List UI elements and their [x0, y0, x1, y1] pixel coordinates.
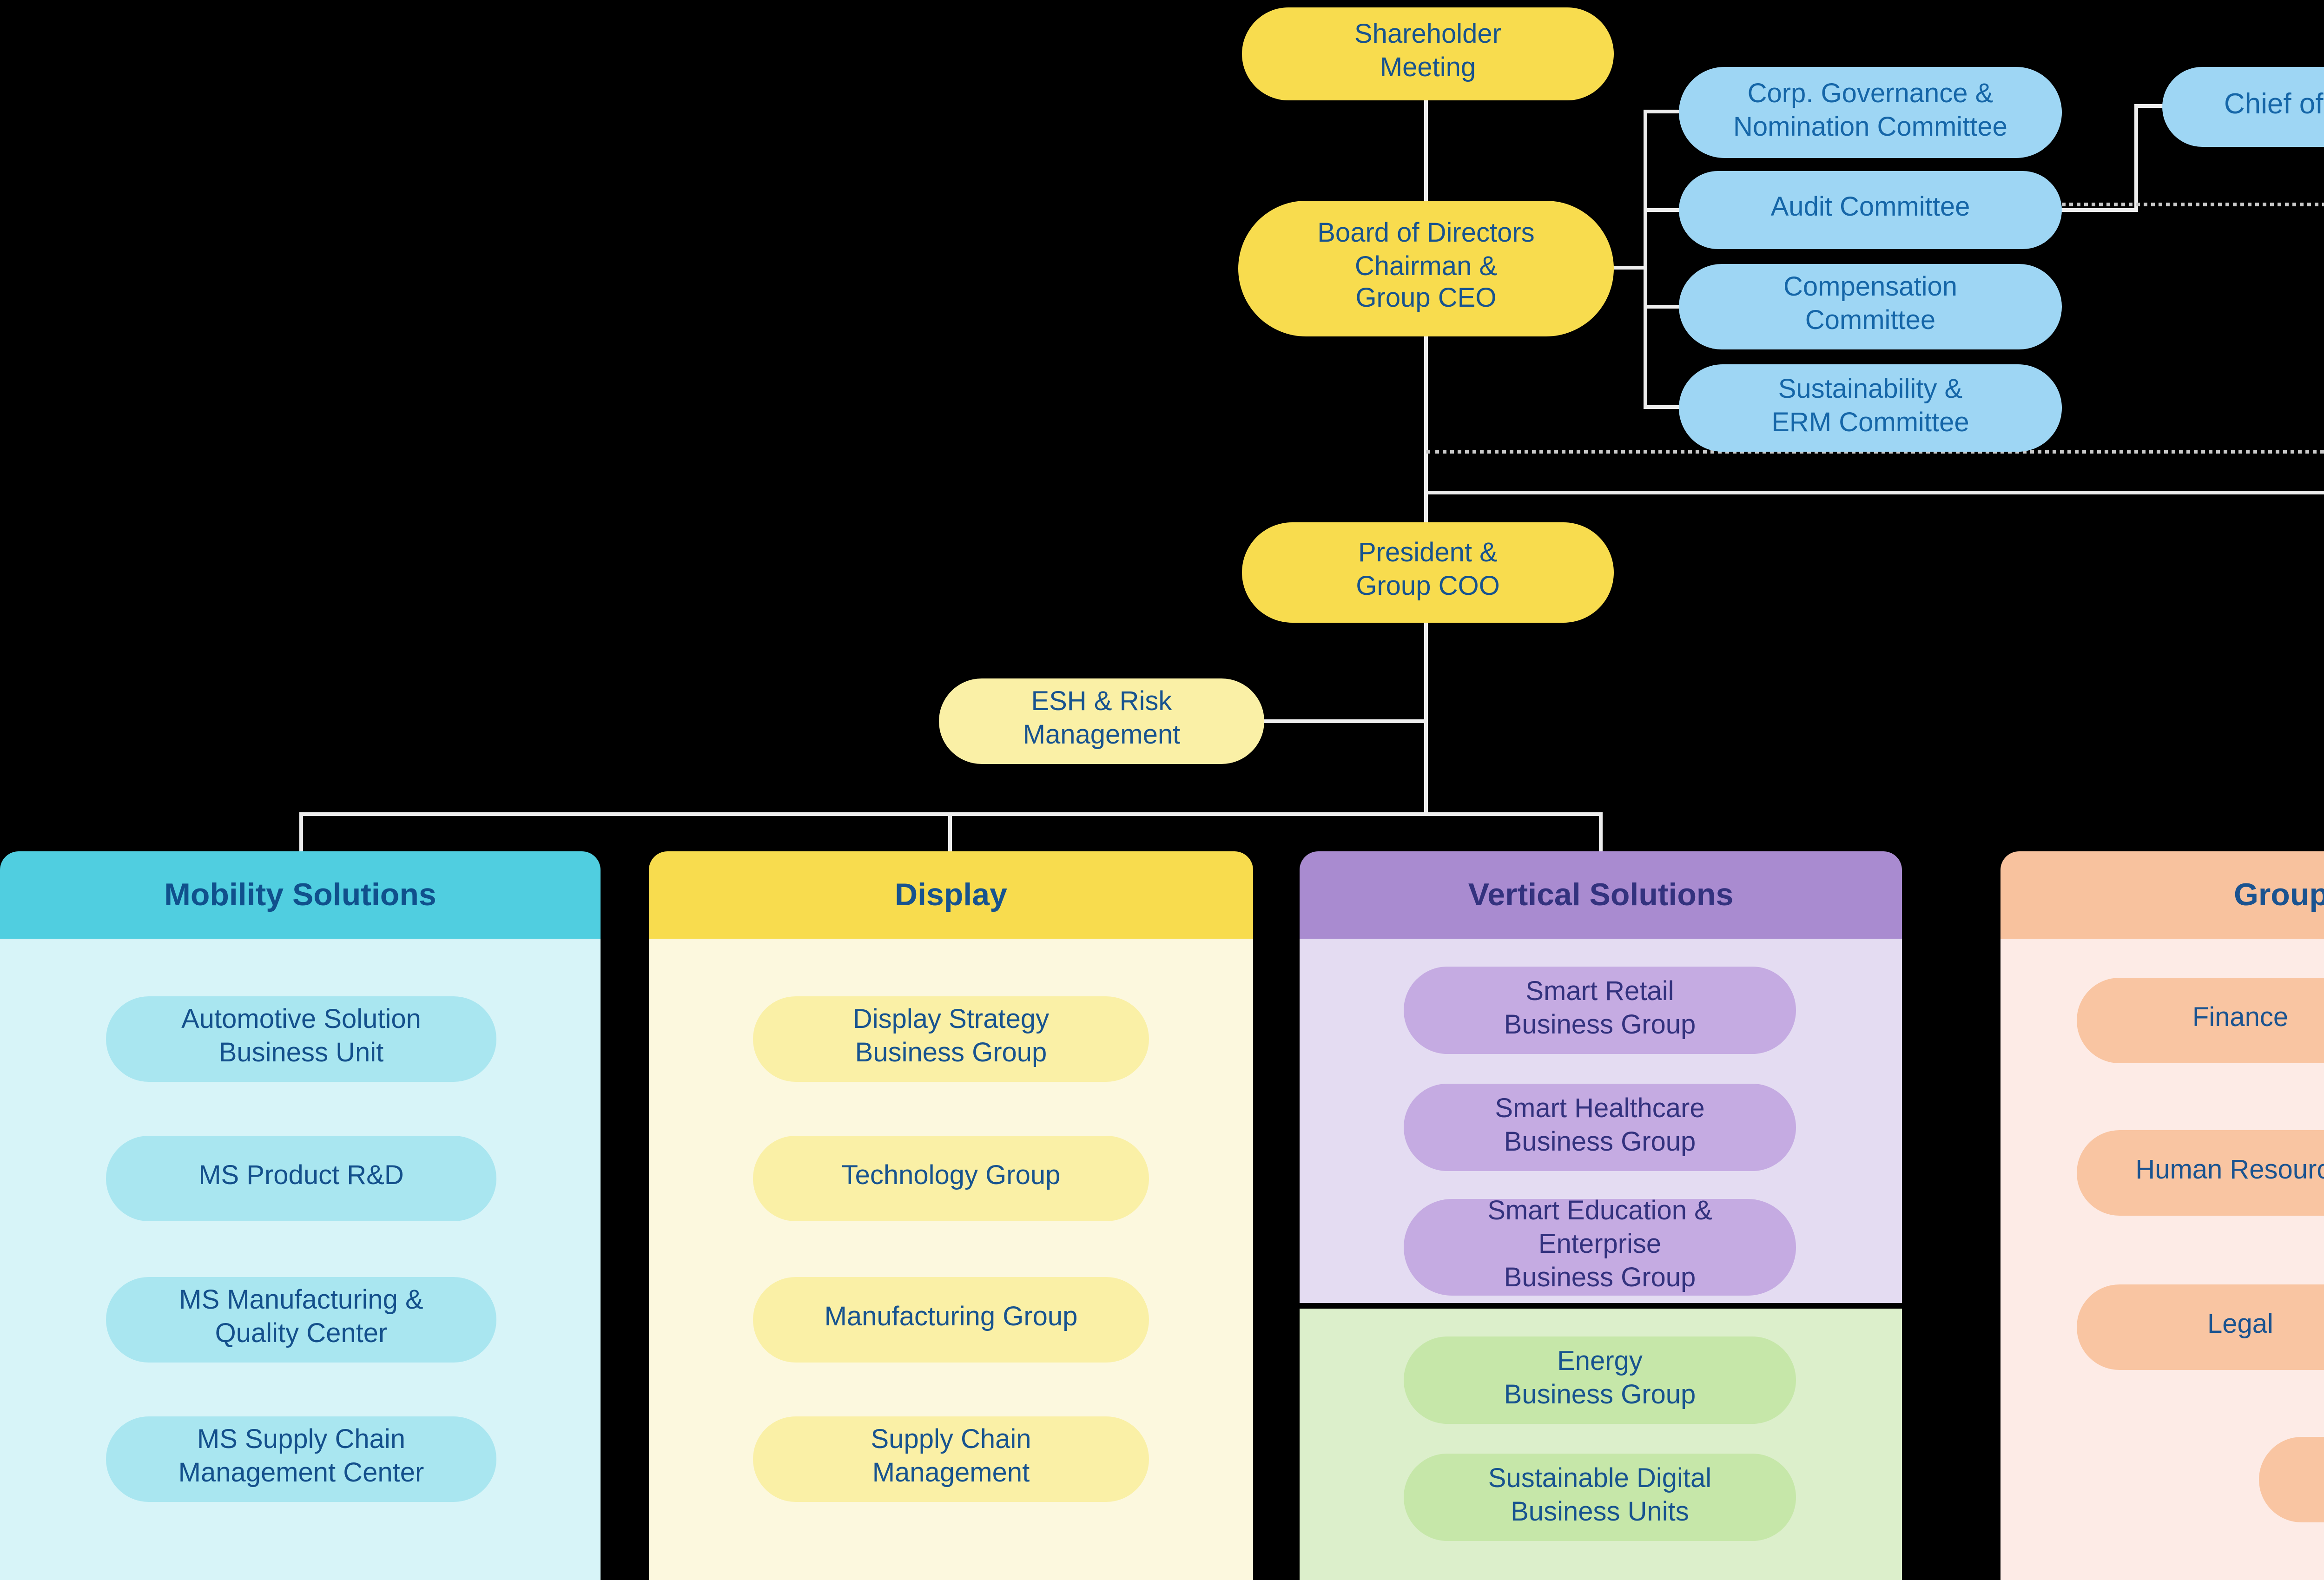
node-board-of-directors: Board of Directors Chairman & Group CEO	[1238, 201, 1614, 336]
connector-shareholder-board	[1424, 97, 1428, 204]
pill-smart-healthcare-group: Smart Healthcare Business Group	[1404, 1084, 1796, 1171]
node-sustainability-erm-committee: Sustainability & ERM Committee	[1679, 364, 2062, 452]
connector-audit-chief-h2	[2134, 104, 2166, 108]
display-column-header: Display	[649, 851, 1253, 939]
connector-bracket-sustainability	[1644, 405, 1681, 409]
vertical-column-header: Vertical Solutions	[1300, 851, 1902, 939]
pill-technology-group: Technology Group	[753, 1136, 1149, 1221]
connector-display-stub	[948, 812, 952, 853]
pill-energy-business-group: Energy Business Group	[1404, 1336, 1796, 1424]
node-corp-governance-committee: Corp. Governance & Nomination Committee	[1679, 67, 2062, 158]
connector-esh-president	[1262, 719, 1428, 723]
connector-committee-bracket	[1644, 110, 1647, 409]
pill-smart-education-enterprise-group: Smart Education & Enterprise Business Gr…	[1404, 1198, 1796, 1296]
connector-infrastructure-h	[1424, 491, 2324, 494]
connector-president-down	[1424, 619, 1428, 816]
connector-audit-chief-h1	[2056, 208, 2138, 212]
connector-bracket-audit	[1644, 208, 1681, 212]
pill-smart-retail-group: Smart Retail Business Group	[1404, 967, 1796, 1054]
pill-ms-supply-chain: MS Supply Chain Management Center	[106, 1416, 496, 1502]
node-compensation-committee: Compensation Committee	[1679, 264, 2062, 349]
connector-bracket-compensation	[1644, 305, 1681, 309]
connector-bracket-corp-governance	[1644, 110, 1681, 113]
node-shareholder-meeting: Shareholder Meeting	[1242, 7, 1614, 100]
node-president-group-coo: President & Group COO	[1242, 522, 1614, 623]
node-esh-risk-management: ESH & Risk Management	[939, 678, 1264, 764]
dotted-chief-across	[1426, 450, 2324, 454]
connector-board-president	[1424, 333, 1428, 526]
pill-automotive-solution-bu: Automotive Solution Business Unit	[106, 996, 496, 1082]
connector-board-bracket	[1612, 266, 1645, 270]
pill-ms-product-rnd: MS Product R&D	[106, 1136, 496, 1221]
connector-mobility-stub	[299, 812, 303, 853]
infrastructure-column-header: Group Infrastructure Unit	[2000, 851, 2324, 939]
pill-human-resource: Human Resource	[2077, 1130, 2324, 1216]
pill-finance: Finance	[2077, 978, 2324, 1063]
node-audit-committee: Audit Committee	[1679, 171, 2062, 249]
pill-manufacturing-group: Manufacturing Group	[753, 1277, 1149, 1363]
pill-legal: Legal	[2077, 1284, 2324, 1370]
pill-display-strategy-group: Display Strategy Business Group	[753, 996, 1149, 1082]
pill-supply-chain-management: Supply Chain Management	[753, 1416, 1149, 1502]
mobility-column-header: Mobility Solutions	[0, 851, 601, 939]
pill-auditing: Auditing	[2259, 1437, 2324, 1522]
dotted-audit-right	[2056, 203, 2324, 206]
pill-sustainable-digital-units: Sustainable Digital Business Units	[1404, 1454, 1796, 1541]
pill-ms-manufacturing-quality: MS Manufacturing & Quality Center	[106, 1277, 496, 1363]
connector-audit-chief-v	[2134, 104, 2138, 212]
connector-vertical-stub	[1599, 812, 1603, 853]
node-chief-of-compliance: Chief of Compliance	[2162, 67, 2324, 147]
